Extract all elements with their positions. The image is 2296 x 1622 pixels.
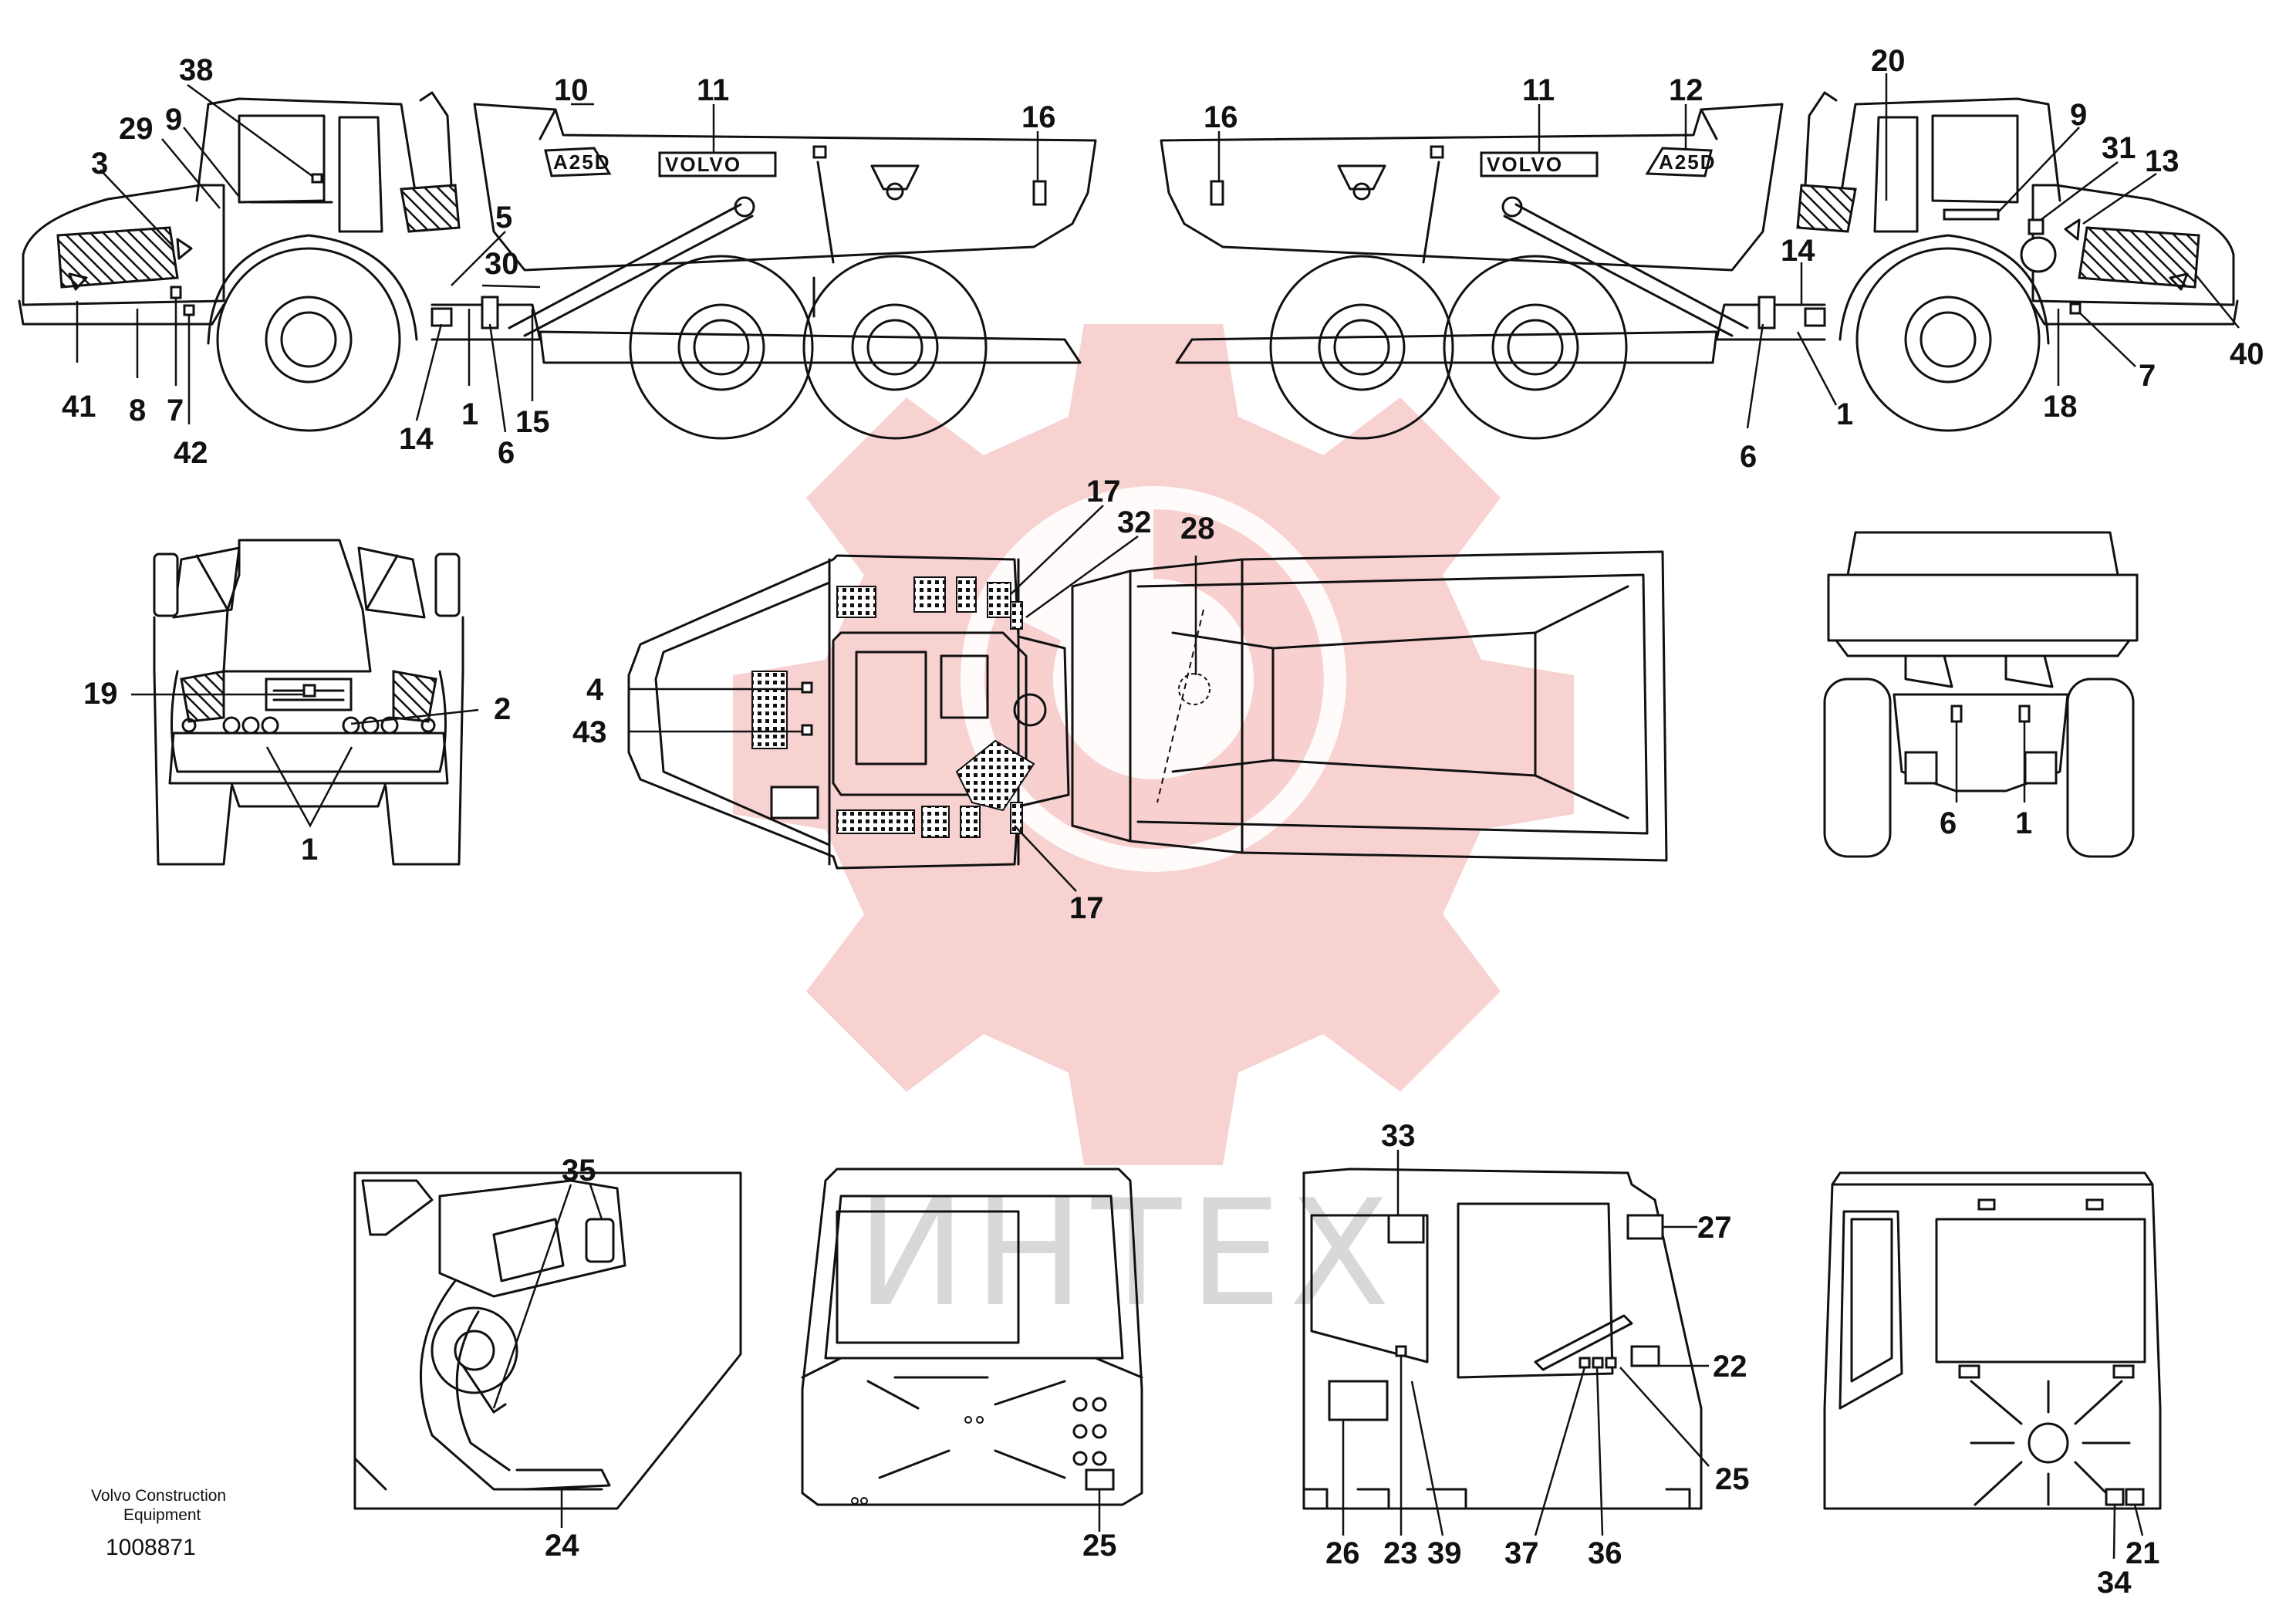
cab-side-view: 33 27 22 25 26 23 39 37 36 [1302,1119,1750,1570]
callout-3: 3 [91,147,108,181]
callout-37: 37 [1504,1536,1539,1570]
callout-9: 9 [165,103,182,137]
top-view: 17 32 28 4 43 17 [572,475,1668,925]
callout-1b: 1 [2015,806,2032,840]
callout-16: 16 [1021,100,1056,134]
callout-17a: 17 [1086,475,1121,509]
callout-1r: 1 [1836,397,1853,431]
callout-25a: 25 [1082,1529,1117,1563]
callout-41: 41 [62,390,96,424]
callout-23: 23 [1383,1536,1418,1570]
callout-39: 39 [1427,1536,1462,1570]
callout-1f: 1 [301,833,318,867]
callout-17b: 17 [1069,891,1104,925]
callout-25b: 25 [1715,1462,1750,1496]
callout-24: 24 [545,1529,579,1563]
callout-38: 38 [179,53,214,87]
watermark-text: ИНТЕХ [856,1168,1397,1339]
watermark-gear-icon [733,324,1574,1165]
callout-18: 18 [2043,390,2078,424]
callout-10: 10 [554,73,589,107]
publisher-line-1: Volvo Construction [91,1487,226,1505]
callout-7: 7 [167,394,184,427]
callout-16r: 16 [1204,100,1238,134]
callout-27: 27 [1697,1211,1732,1245]
body-model-marking-right: A25D [1659,150,1716,174]
callout-26: 26 [1325,1536,1360,1570]
callout-12: 12 [1669,73,1703,107]
callout-6r: 6 [1740,440,1757,474]
publisher-line-2: Equipment [123,1506,201,1524]
cab-rear-view: 21 34 [1823,1171,2162,1600]
callout-14r: 14 [1781,234,1815,268]
left-side-view: A25D VOLVO [18,53,1097,470]
front-view: 19 2 1 [83,539,511,867]
callout-33: 33 [1381,1119,1416,1153]
callout-28: 28 [1180,512,1215,546]
callout-36: 36 [1588,1536,1622,1570]
body-model-marking-left: A25D [553,150,610,174]
callout-4: 4 [586,673,604,707]
callout-6: 6 [498,436,515,470]
callout-43: 43 [572,715,607,749]
cab-front-view: 25 [801,1168,1143,1563]
callout-13: 13 [2145,144,2180,178]
callout-20: 20 [1871,44,1906,78]
callout-9r: 9 [2070,98,2087,132]
callout-29: 29 [119,112,154,146]
callout-35: 35 [562,1154,596,1188]
callout-40: 40 [2230,337,2264,371]
callout-21: 21 [2125,1536,2160,1570]
body-brand-marking-left: VOLVO [665,153,741,176]
callout-7r: 7 [2139,359,2156,393]
body-brand-marking-right: VOLVO [1487,153,1563,176]
document-number: 1008871 [106,1535,196,1560]
callout-11: 11 [697,73,729,107]
callout-14: 14 [399,422,434,456]
rear-view: 6 1 [1823,531,2139,858]
right-side-view: A25D VOLVO 16 11 12 20 [1160,44,2264,474]
callout-8: 8 [129,394,146,427]
callout-32: 32 [1117,505,1152,539]
callout-15: 15 [515,405,550,439]
callout-22: 22 [1713,1350,1747,1384]
callout-2: 2 [494,692,511,726]
callout-42: 42 [174,436,208,470]
callout-11r: 11 [1522,73,1555,107]
callout-34: 34 [2097,1566,2132,1600]
callout-6b: 6 [1940,806,1957,840]
document-caption: Volvo Construction Equipment 1008871 [91,1487,226,1560]
callout-19: 19 [83,677,118,711]
callout-5: 5 [495,201,512,235]
cab-floor-view: 35 24 [353,1154,742,1563]
callout-1: 1 [461,397,478,431]
callout-30: 30 [485,247,519,281]
callout-31: 31 [2102,131,2136,165]
